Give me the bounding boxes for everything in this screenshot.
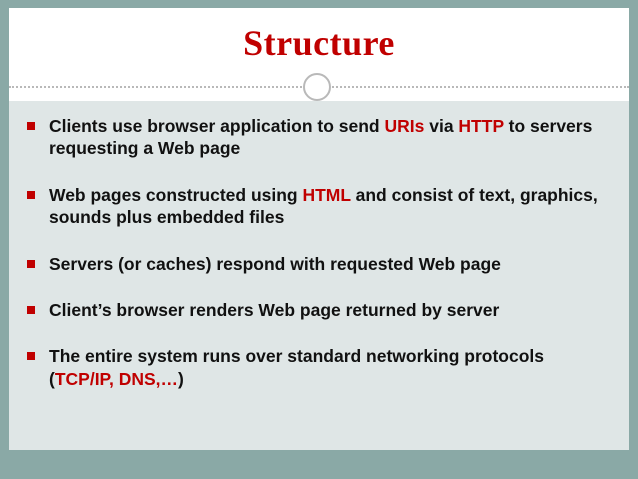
slide-frame-left <box>0 0 9 479</box>
bullet-text-span: Web pages constructed using <box>49 184 303 205</box>
bullet-item: Clients use browser application to send … <box>23 115 611 160</box>
bullet-text-span: and consist of text, graphics, sounds pl… <box>49 184 598 228</box>
bullet-text-span: to servers requesting a Web page <box>49 116 593 159</box>
divider-circle-ornament <box>303 73 331 101</box>
bullet-text-span: Client’s browser renders Web page return… <box>49 299 500 320</box>
bullet-item: The entire system runs over standard net… <box>23 345 611 390</box>
bullet-list: Clients use browser application to send … <box>23 115 611 390</box>
slide-frame-bottom <box>0 450 638 479</box>
bullet-item: Client’s browser renders Web page return… <box>23 299 611 321</box>
bullet-text-span: Servers (or caches) respond with request… <box>49 253 501 274</box>
bullet-item: Servers (or caches) respond with request… <box>23 253 611 275</box>
bullet-text-highlight: URIs <box>384 116 425 136</box>
bullet-text-highlight: TCP/IP, DNS,… <box>54 368 179 389</box>
page-title: Structure <box>243 23 395 63</box>
square-bullet-icon <box>27 122 35 130</box>
bullet-text-highlight: HTML <box>302 184 351 205</box>
bullet-text-highlight: HTTP <box>458 116 504 136</box>
bullet-text-span: via <box>424 116 459 136</box>
bullet-item: Web pages constructed using HTML and con… <box>23 184 611 229</box>
bullet-text: Clients use browser application to send … <box>49 116 592 158</box>
bullet-text: Web pages constructed using HTML and con… <box>49 185 598 227</box>
bullet-text-span: Clients use browser application to send <box>49 116 385 136</box>
square-bullet-icon <box>27 305 35 314</box>
bullet-text: Servers (or caches) respond with request… <box>49 254 501 274</box>
square-bullet-icon <box>27 259 35 268</box>
bullet-text: The entire system runs over standard net… <box>49 346 544 388</box>
bullet-text: Client’s browser renders Web page return… <box>49 300 499 320</box>
slide-frame-top <box>0 0 638 8</box>
square-bullet-icon <box>27 352 35 361</box>
bullet-text-span: The entire system runs over standard net… <box>49 346 544 389</box>
slide-frame-right <box>629 0 638 479</box>
square-bullet-icon <box>27 190 35 199</box>
body-content-area: Clients use browser application to send … <box>9 101 629 450</box>
bullet-text-span: ) <box>178 368 184 389</box>
